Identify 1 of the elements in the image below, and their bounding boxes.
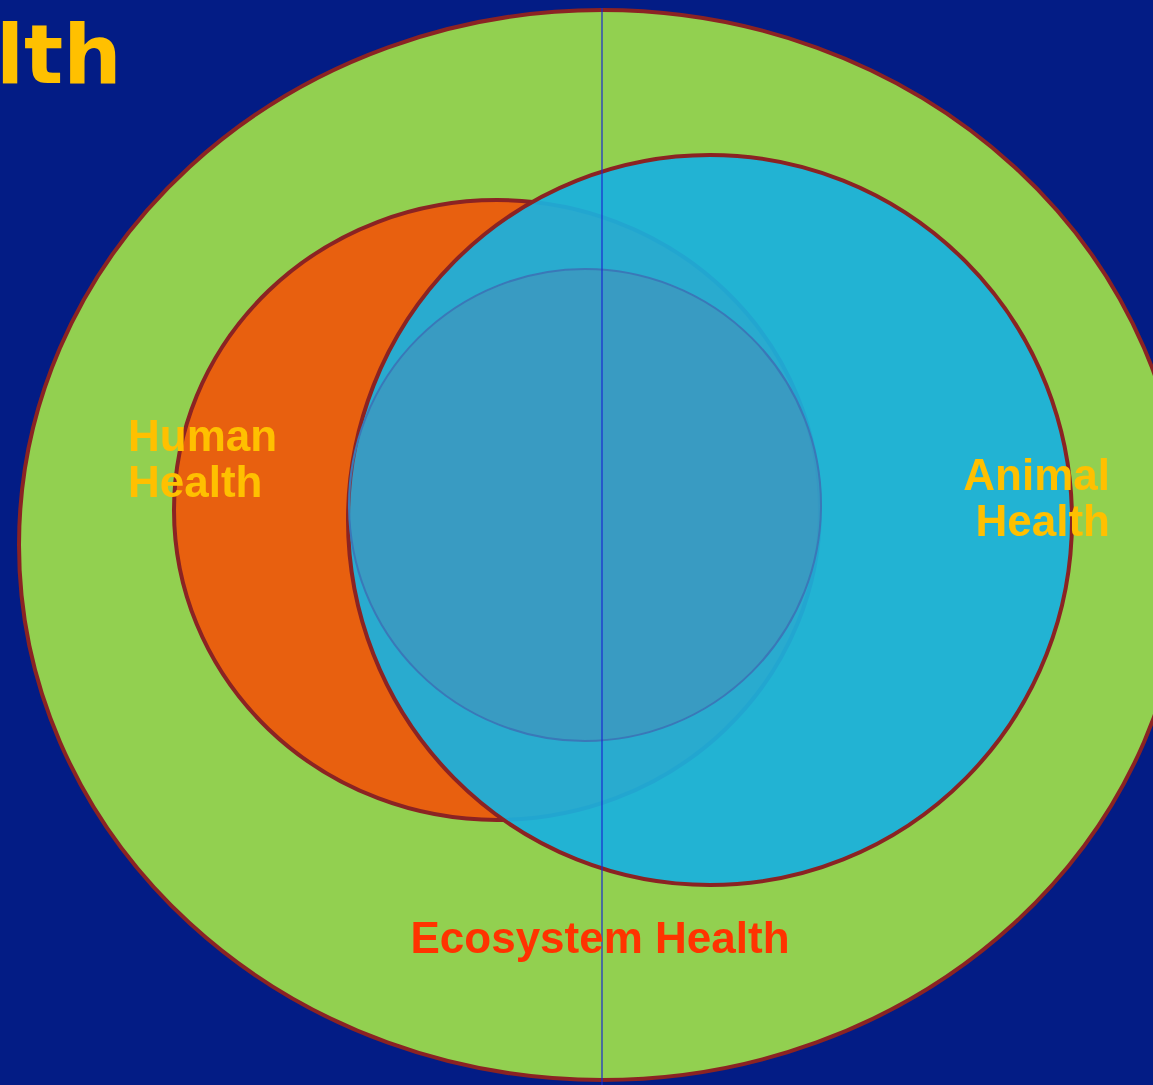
slide-title: lth [0, 10, 122, 101]
